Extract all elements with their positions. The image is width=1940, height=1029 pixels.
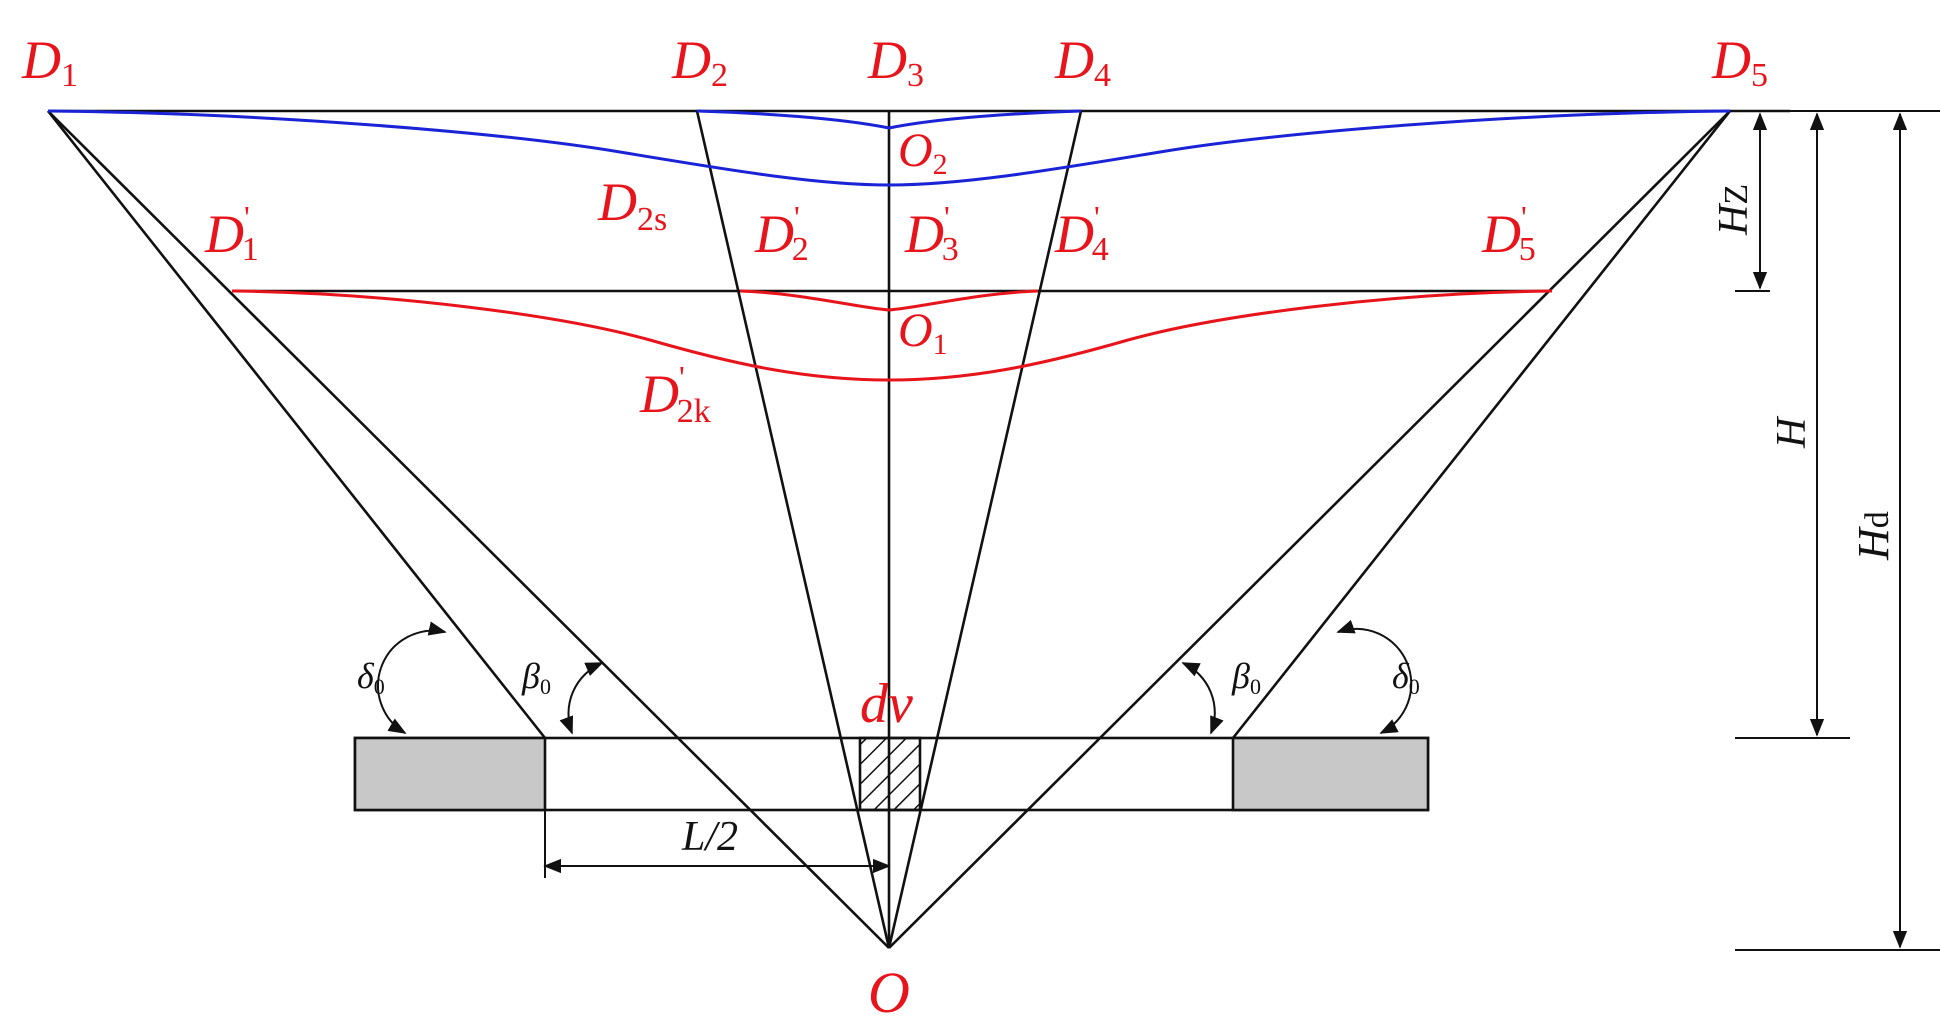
label-beta-right: β0 [1231, 656, 1261, 699]
ray-d5-origin [888, 110, 1731, 949]
label-d1-prime: D'1 [204, 199, 259, 268]
label-d5-prime: D'5 [1481, 199, 1536, 268]
ray-d1-origin [47, 110, 890, 949]
label-d3: D3 [867, 30, 924, 94]
label-d3-prime: D'3 [904, 199, 959, 268]
element-dv [858, 736, 922, 812]
left-pillar [353, 736, 547, 812]
ray-d1-left-edge [46, 110, 547, 739]
label-o1: O1 [898, 304, 948, 361]
red-curve-inner [739, 289, 1039, 312]
label-d4: D4 [1054, 30, 1111, 94]
delta-arc-left [377, 621, 447, 734]
label-d2s: D2s [597, 172, 667, 238]
ray-d5-right-edge [1231, 110, 1732, 739]
delta-arc-right [1336, 619, 1413, 734]
label-o2: O2 [898, 124, 948, 181]
ray-d2-origin [695, 110, 891, 949]
label-half-length: L/2 [681, 814, 738, 860]
blue-curve-inner [696, 109, 1082, 130]
label-hd: Hd [1849, 511, 1898, 561]
label-d5: D5 [1711, 30, 1768, 94]
beta-arc-right [1181, 662, 1224, 735]
blue-curve-outer [47, 109, 1731, 187]
label-delta-right: δ0 [1392, 656, 1420, 699]
label-beta-left: β0 [521, 656, 551, 699]
label-hz: HZ [1711, 184, 1757, 236]
label-origin: O [868, 960, 910, 1025]
label-dv: dv [860, 673, 913, 735]
red-curve-outer [231, 289, 1553, 382]
label-h: H [1769, 415, 1815, 449]
label-delta-left: δ0 [357, 656, 385, 699]
beta-arc-left [559, 662, 604, 735]
label-d4-prime: D'4 [1054, 199, 1109, 268]
label-d2-prime: D'2 [754, 199, 809, 268]
label-d2: D2 [671, 30, 728, 94]
label-d2k-prime: D'2k [639, 359, 711, 430]
label-d1: D1 [21, 30, 78, 94]
right-pillar [1231, 736, 1430, 812]
